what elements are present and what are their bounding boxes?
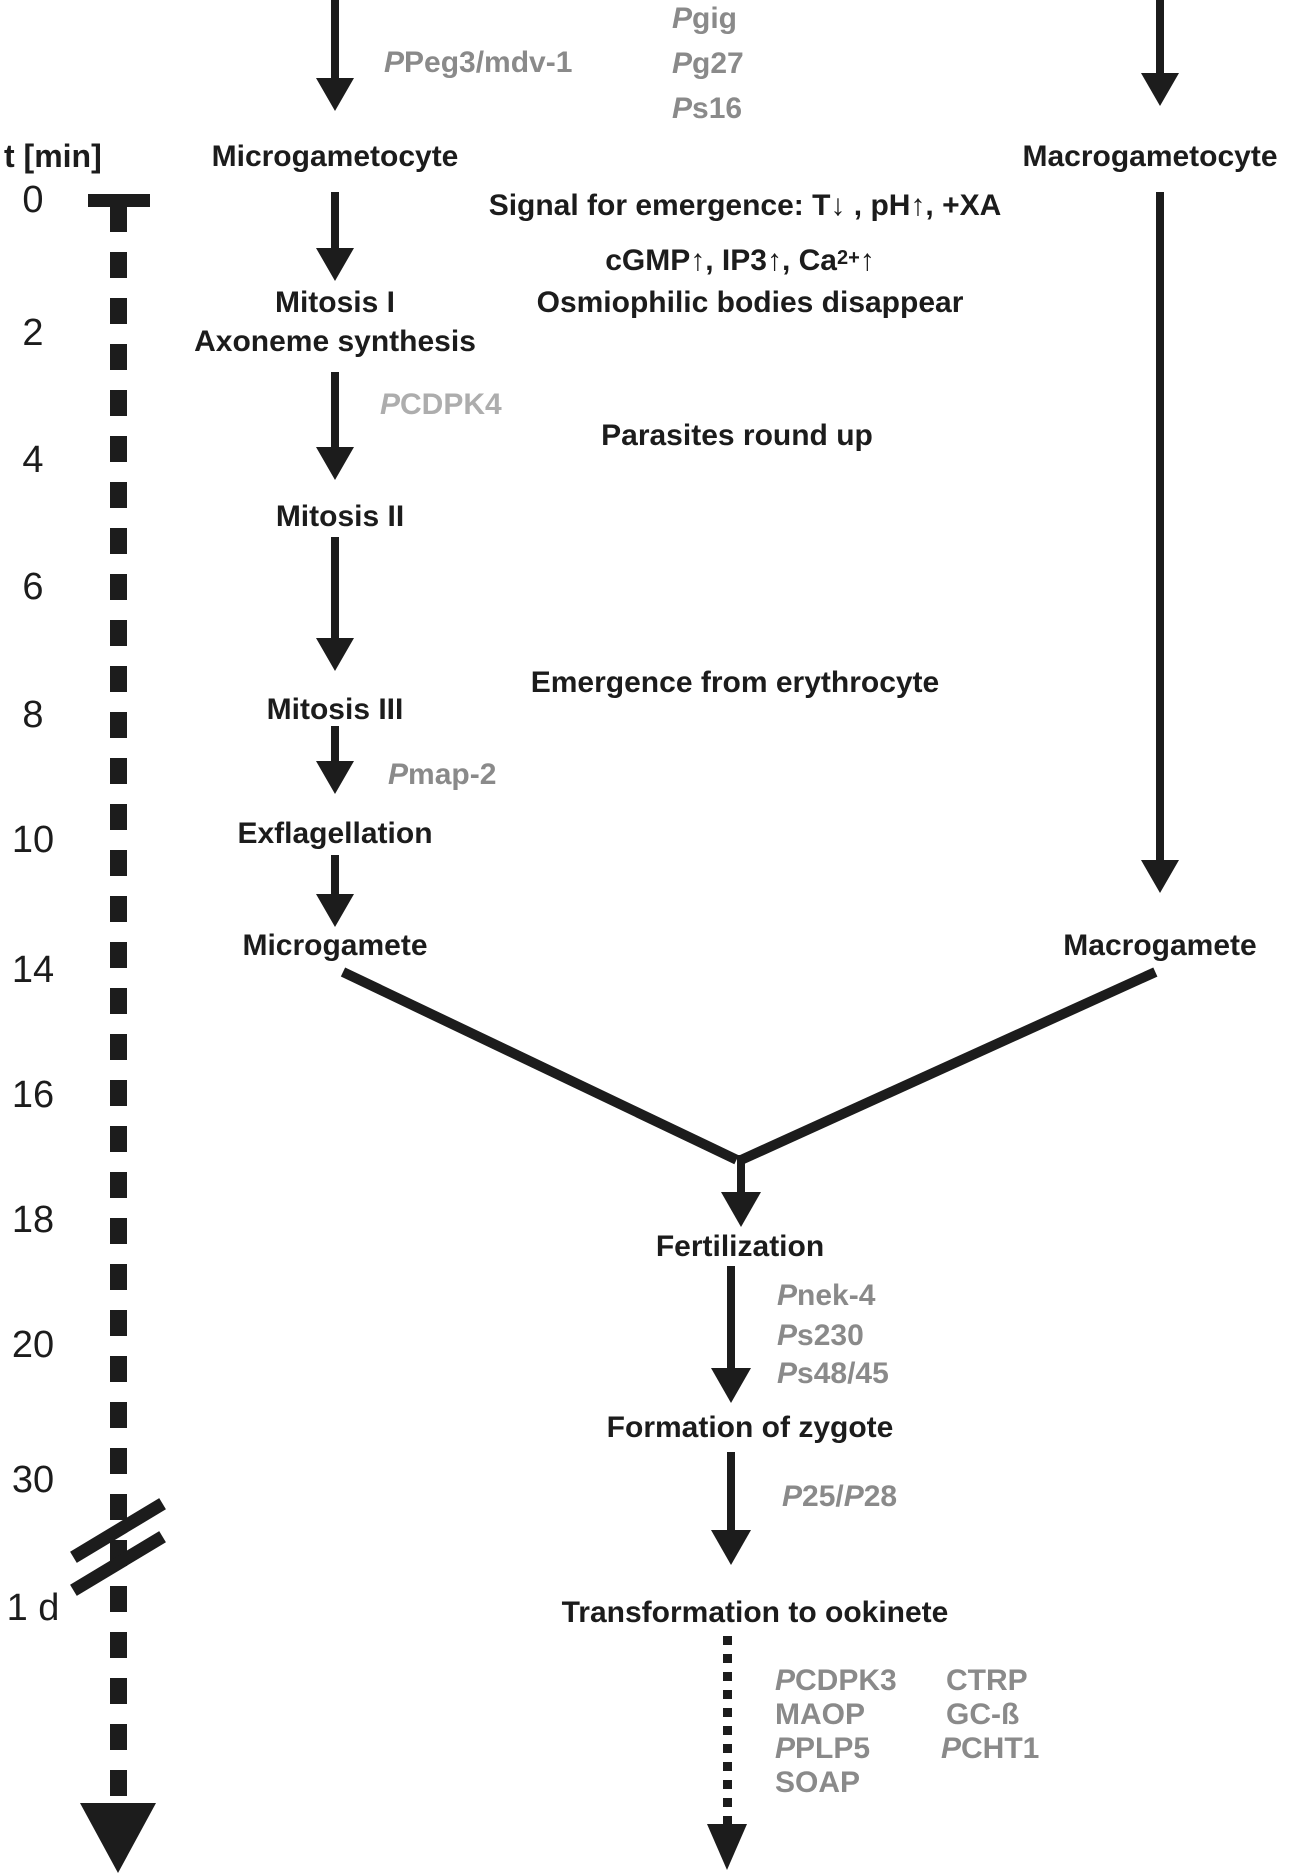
stage-mitosis2: Mitosis II — [275, 500, 405, 533]
arrow-mitosis1-to-mitosis2 — [331, 372, 339, 449]
gene-ctrp: CTRP — [946, 1664, 1028, 1697]
tick-6: 6 — [22, 566, 44, 608]
gene-maop: MAOP — [775, 1698, 865, 1731]
stage-transformation-to-ookinete: Transformation to ookinete — [561, 1596, 949, 1629]
tick-1d: 1 d — [6, 1587, 60, 1629]
event-second-messengers: cGMP↑, IP3↑, Ca2+↑ — [605, 244, 875, 277]
stage-mitosis1-line2: Axoneme synthesis — [194, 325, 476, 358]
gene-ppeg3-mdv1: PPeg3/mdv-1 — [384, 46, 573, 79]
arrow-zygote-to-ookinete — [727, 1452, 735, 1532]
tick-14: 14 — [11, 949, 55, 991]
arrowhead-icon — [316, 447, 354, 480]
tick-20: 20 — [11, 1324, 55, 1366]
tick-8: 8 — [22, 694, 44, 736]
arrow-into-fertilization — [737, 1155, 745, 1195]
arrowhead-icon — [316, 894, 354, 927]
stage-microgamete: Microgamete — [242, 929, 428, 962]
arrowhead-icon — [1141, 860, 1179, 893]
arrow-microgametocyte-to-mitosis1 — [331, 192, 339, 250]
gene-ps16: Ps16 — [672, 92, 743, 125]
arrow-into-macrogametocyte — [1156, 0, 1164, 75]
gene-pcht1: PCHT1 — [941, 1732, 1040, 1765]
gene-ps230: Ps230 — [777, 1319, 864, 1352]
event-osmiophilic-bodies: Osmiophilic bodies disappear — [536, 286, 964, 319]
fusion-line-from-macrogamete — [738, 967, 1158, 1165]
arrowhead-icon — [707, 1824, 747, 1870]
fusion-line-from-microgamete — [340, 967, 739, 1165]
arrow-mitosis3-to-exflagellation — [331, 726, 339, 763]
arrowhead-icon — [721, 1192, 761, 1227]
stage-microgametocyte: Microgametocyte — [211, 140, 459, 173]
stage-fertilization: Fertilization — [655, 1230, 825, 1263]
arrow-into-microgametocyte — [331, 0, 339, 80]
arrow-exflagellation-to-microgamete — [331, 855, 339, 896]
event-emergence-from-erythrocyte: Emergence from erythrocyte — [530, 666, 940, 699]
stage-exflagellation: Exflagellation — [237, 817, 433, 850]
arrowhead-icon — [711, 1530, 751, 1565]
gene-pnek4: Pnek-4 — [777, 1279, 876, 1312]
event-parasites-round-up: Parasites round up — [601, 419, 873, 452]
timeline-start-bar — [88, 194, 150, 207]
timeline-arrowhead-icon — [80, 1803, 156, 1873]
tick-2: 2 — [22, 312, 44, 354]
arrow-macrogametocyte-to-macrogamete — [1156, 192, 1164, 862]
tick-10: 10 — [11, 819, 55, 861]
event-signal-for-emergence: Signal for emergence: T↓ , pH↑, +XA — [488, 189, 1002, 222]
tick-4: 4 — [22, 439, 44, 481]
stage-mitosis1-line1: Mitosis I — [274, 286, 395, 319]
arrowhead-icon — [316, 761, 354, 794]
gene-ps48-45: Ps48/45 — [777, 1357, 889, 1390]
stage-mitosis1: Mitosis I Axoneme synthesis — [110, 283, 560, 361]
stage-formation-of-zygote: Formation of zygote — [606, 1411, 894, 1444]
stage-macrogamete: Macrogamete — [1063, 929, 1257, 962]
gene-pg27: Pg27 — [672, 47, 744, 80]
time-axis-label: t [min] — [4, 138, 102, 174]
gene-p25-p28: P25/P28 — [782, 1480, 898, 1513]
gene-gc-beta: GC-ß — [946, 1698, 1020, 1731]
gene-pplp5: PPLP5 — [775, 1732, 871, 1765]
arrow-fertilization-to-zygote — [727, 1266, 735, 1370]
arrowhead-icon — [316, 248, 354, 281]
arrow-mitosis2-to-mitosis3 — [331, 537, 339, 640]
tick-16: 16 — [11, 1074, 55, 1116]
arrowhead-icon — [1141, 73, 1179, 106]
gene-pcdpk3: PCDPK3 — [775, 1664, 897, 1697]
dotted-arrow-ookinete-progression — [723, 1636, 732, 1826]
timeline-dashed-line — [110, 206, 127, 1804]
tick-30: 30 — [11, 1459, 55, 1501]
tick-0: 0 — [22, 179, 44, 221]
gene-pcdpk4: PCDPK4 — [380, 388, 502, 421]
gene-pmap2: Pmap-2 — [388, 758, 497, 791]
gene-soap: SOAP — [775, 1766, 861, 1799]
tick-18: 18 — [11, 1199, 55, 1241]
arrowhead-icon — [316, 78, 354, 111]
gene-pgig: Pgig — [672, 2, 738, 35]
arrowhead-icon — [711, 1368, 751, 1403]
arrowhead-icon — [316, 638, 354, 671]
stage-macrogametocyte: Macrogametocyte — [1022, 140, 1278, 173]
stage-mitosis3: Mitosis III — [266, 693, 404, 726]
